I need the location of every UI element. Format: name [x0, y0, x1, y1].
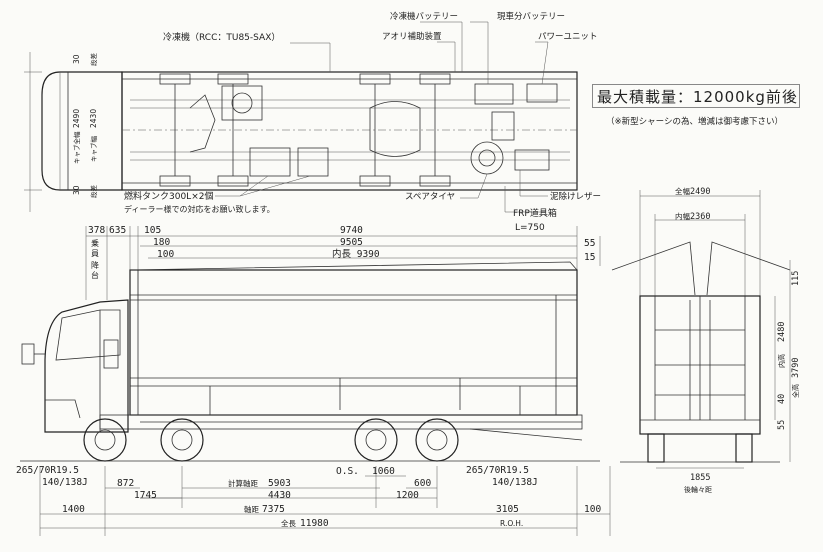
dim-plan-top-30-label: 段差	[89, 53, 98, 67]
rear-inner-height: 2480	[777, 322, 787, 342]
plan-cab-outline	[41, 71, 123, 191]
rear-total-height-label: 全高	[791, 384, 800, 398]
callout-mud-guard: 泥除けレザー	[550, 191, 601, 202]
dim-side-15: 15	[584, 252, 595, 263]
rear-dim-55: 55	[777, 420, 787, 430]
dim-plan-cab-width-label: キャブ全幅	[72, 131, 81, 164]
max-payload: 最大積載量：12000kg前後	[597, 88, 798, 106]
dim-side-180: 180	[153, 237, 170, 248]
plan-body-outline	[121, 71, 578, 191]
cargo-box	[129, 269, 578, 416]
plan-view	[24, 21, 578, 213]
rear-view	[611, 190, 791, 469]
dim-plan-cab-inner-label: キャブ幅	[89, 136, 98, 163]
callout-lift-assist: アオリ補助装置	[382, 31, 442, 42]
side-left-label-2: 員	[91, 249, 99, 258]
dim-side-378: 378	[88, 225, 105, 236]
rear-wheel-left	[647, 433, 665, 463]
dim-1400: 1400	[62, 504, 85, 515]
rear-inner-width: 2360	[690, 212, 710, 222]
side-left-label-5: 台	[91, 270, 99, 280]
dim-plan-cab-width: 2490	[72, 109, 81, 128]
dim-side-9505: 9505	[340, 237, 363, 248]
side-view	[20, 226, 611, 536]
dim-side-9740: 9740	[340, 225, 363, 236]
callout-reefer-unit: 冷凍機（RCC：TU85-SAX）	[163, 31, 280, 43]
max-payload-note: （※新型シャーシの為、増減は御考慮下さい）	[606, 117, 783, 127]
plan-wheels	[159, 73, 451, 187]
plan-left-dims	[24, 52, 61, 212]
dim-100: 100	[584, 504, 601, 515]
rear-wheel-right	[735, 433, 753, 463]
plan-leaders	[215, 21, 549, 213]
dim-side-105: 105	[144, 225, 161, 236]
rear-track: 1855	[690, 473, 710, 483]
tire-front-load: 140/138J	[42, 477, 88, 488]
rear-total-width: 2490	[690, 187, 710, 197]
dim-side-635: 635	[109, 225, 126, 236]
callout-dealer-note: ディーラー様での対応をお願い致します。	[124, 204, 275, 214]
wheelbase-label: 軸距	[244, 504, 259, 514]
callout-reefer-battery: 冷凍機バッテリー	[390, 11, 458, 22]
roh-label: R.O.H.	[500, 519, 523, 528]
dim-plan-top-30: 30	[72, 54, 81, 64]
dim-600: 600	[414, 478, 431, 489]
tire-rear-size: 265/70R19.5	[466, 465, 529, 476]
total-length: 11980	[300, 518, 329, 529]
calc-wheelbase-label: 計算軸距	[228, 478, 258, 488]
wheelbase: 7375	[262, 504, 285, 515]
side-wheels	[83, 418, 459, 462]
tire-front-size: 265/70R19.5	[16, 465, 79, 476]
rear-dim-40: 40	[777, 394, 787, 404]
side-left-label-1: 乗	[91, 238, 99, 248]
os-label: O.S.	[336, 466, 359, 477]
dim-4430: 4430	[268, 490, 291, 501]
rear-total-height: 3790	[791, 358, 801, 378]
total-length-label: 全長	[281, 518, 296, 528]
dim-side-inner-length: 内長 9390	[332, 248, 380, 260]
callout-fuel-tank: 燃料タンク300L×2個	[124, 190, 213, 202]
callout-frp-length: L=750	[515, 223, 545, 233]
rear-dim-115: 115	[791, 271, 801, 286]
callout-spare-tire: スペアタイヤ	[405, 192, 455, 202]
tire-rear-load: 140/138J	[492, 477, 538, 488]
rear-inner-height-label: 内高	[777, 354, 786, 368]
dim-side-100: 100	[157, 249, 174, 260]
rear-total-width-label: 全幅	[675, 186, 690, 196]
calc-wheelbase: 5903	[268, 478, 291, 489]
side-cab-outline	[44, 299, 129, 433]
dim-plan-bottom-30: 30	[72, 185, 81, 195]
callout-vehicle-battery: 現車分バッテリー	[497, 11, 565, 22]
dim-1745: 1745	[134, 490, 157, 501]
callout-power-unit: パワーユニット	[538, 32, 598, 42]
dim-872: 872	[117, 478, 134, 489]
max-payload-box: 最大積載量：12000kg前後	[592, 84, 800, 108]
dim-3105: 3105	[496, 504, 519, 515]
dim-plan-bottom-30-label: 段差	[89, 185, 98, 199]
os-value: 1060	[372, 466, 395, 477]
plan-machinery	[189, 83, 558, 177]
side-left-label-4: 降	[91, 260, 99, 270]
dim-side-55: 55	[584, 238, 595, 249]
rear-inner-width-label: 内幅	[675, 211, 690, 221]
callout-frp-box: FRP道具箱	[513, 207, 557, 219]
dim-1200: 1200	[396, 490, 419, 501]
rear-track-label: 後輪々距	[684, 485, 712, 494]
dim-plan-cab-inner: 2430	[89, 109, 98, 128]
